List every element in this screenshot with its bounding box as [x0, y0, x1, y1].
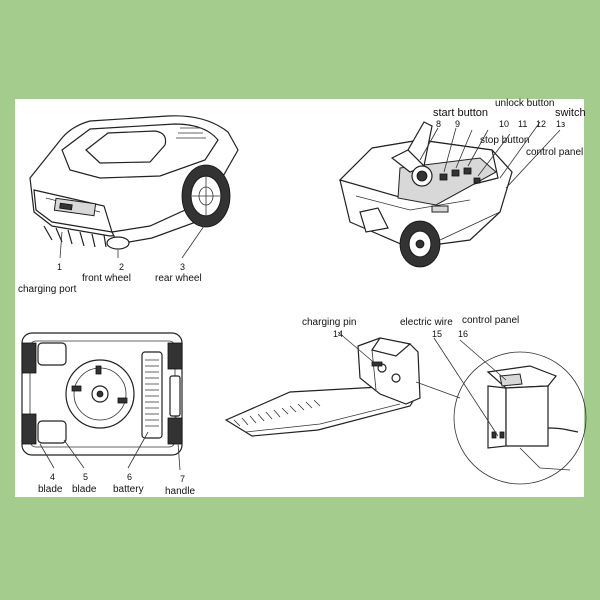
label-num-12: 12 — [536, 119, 546, 129]
label-handle: handle — [165, 486, 195, 497]
label-blade-4: blade — [38, 484, 63, 495]
mower-bottom-view — [21, 332, 183, 456]
label-num-15: 15 — [432, 329, 442, 339]
label-num-14: 14 — [333, 329, 343, 339]
label-num-9: 9 — [455, 119, 460, 129]
label-control-panel-station: control panel — [462, 315, 519, 326]
label-charging-port: charging port — [18, 284, 77, 295]
mower-front-view — [29, 115, 239, 250]
label-num-8: 8 — [436, 119, 441, 129]
label-num-16: 16 — [458, 329, 468, 339]
label-num-3: 3 — [180, 262, 185, 272]
label-control-panel-top: control panel — [526, 147, 583, 158]
label-num-2: 2 — [119, 262, 124, 272]
label-blade-5: blade — [72, 484, 97, 495]
label-num-10: 10 — [499, 119, 509, 129]
label-front-wheel: front wheel — [82, 273, 131, 284]
label-unlock-button: unlock button — [495, 98, 555, 109]
mower-rear-view — [338, 121, 513, 268]
label-num-7: 7 — [180, 474, 185, 484]
label-num-6: 6 — [127, 472, 132, 482]
label-rear-wheel: rear wheel — [155, 273, 202, 284]
label-stop-button: stop button — [480, 135, 529, 146]
label-battery: battery — [113, 484, 144, 495]
label-num-4: 4 — [50, 472, 55, 482]
label-switch: switch — [555, 107, 586, 119]
label-start-button: start button — [433, 107, 488, 119]
label-num-1: 1 — [57, 262, 62, 272]
label-electric-wire: electric wire — [400, 317, 453, 328]
charging-station-view — [224, 337, 587, 485]
label-charging-pin: charging pin — [302, 317, 356, 328]
label-num-11: 11 — [518, 119, 527, 129]
label-num-5: 5 — [83, 472, 88, 482]
leader-lines — [39, 121, 561, 471]
label-num-13: 1з — [556, 119, 565, 129]
